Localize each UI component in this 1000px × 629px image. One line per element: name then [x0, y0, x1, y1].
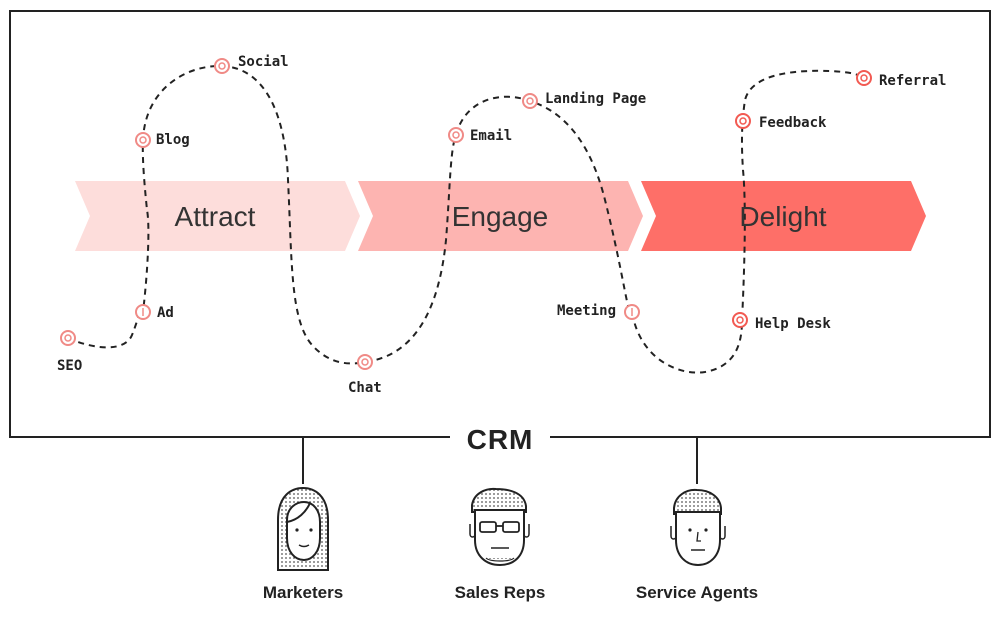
- marketer-avatar-icon: [277, 486, 329, 571]
- marker-seo: [60, 330, 76, 346]
- role-label-service-agents: Service Agents: [636, 583, 758, 602]
- touchpoint-label-meeting: Meeting: [557, 303, 616, 319]
- touchpoint-label-blog: Blog: [156, 132, 190, 148]
- marker-referral: [856, 70, 872, 86]
- stage-arrows: [75, 181, 926, 251]
- touchpoint-markers: [60, 58, 872, 370]
- marker-feedback: [735, 113, 751, 129]
- stage-arrow-delight: [641, 181, 926, 251]
- stage-arrow-engage: [358, 181, 643, 251]
- stage-label-delight: Delight: [739, 201, 826, 232]
- sales-rep-avatar-icon: [469, 487, 530, 567]
- marker-help-desk: [732, 312, 748, 328]
- touchpoint-label-landing-page: Landing Page: [545, 91, 646, 107]
- touchpoint-label-ad: Ad: [157, 305, 174, 321]
- touchpoint-label-feedback: Feedback: [759, 115, 827, 131]
- role-label-marketers: Marketers: [263, 583, 343, 602]
- crm-frame: [9, 10, 991, 438]
- marker-chat: [357, 354, 373, 370]
- touchpoint-label-help-desk: Help Desk: [755, 316, 831, 332]
- touchpoint-label-referral: Referral: [879, 73, 946, 89]
- stage-arrow-attract: [75, 181, 360, 251]
- journey-path: [67, 64, 865, 374]
- stage-label-attract: Attract: [175, 201, 256, 232]
- marker-blog: [135, 132, 151, 148]
- marker-landing-page: [522, 93, 538, 109]
- touchpoint-label-chat: Chat: [348, 380, 382, 396]
- touchpoint-label-social: Social: [238, 54, 289, 70]
- marker-social: [214, 58, 230, 74]
- service-agent-avatar-icon: [670, 488, 726, 567]
- marker-ad: [135, 304, 151, 320]
- marker-email: [448, 127, 464, 143]
- crm-label: CRM: [467, 424, 534, 455]
- touchpoint-label-seo: SEO: [57, 358, 82, 374]
- stage-label-engage: Engage: [452, 201, 549, 232]
- marker-meeting: [624, 304, 640, 320]
- role-label-sales-reps: Sales Reps: [455, 583, 546, 602]
- touchpoint-label-email: Email: [470, 128, 512, 144]
